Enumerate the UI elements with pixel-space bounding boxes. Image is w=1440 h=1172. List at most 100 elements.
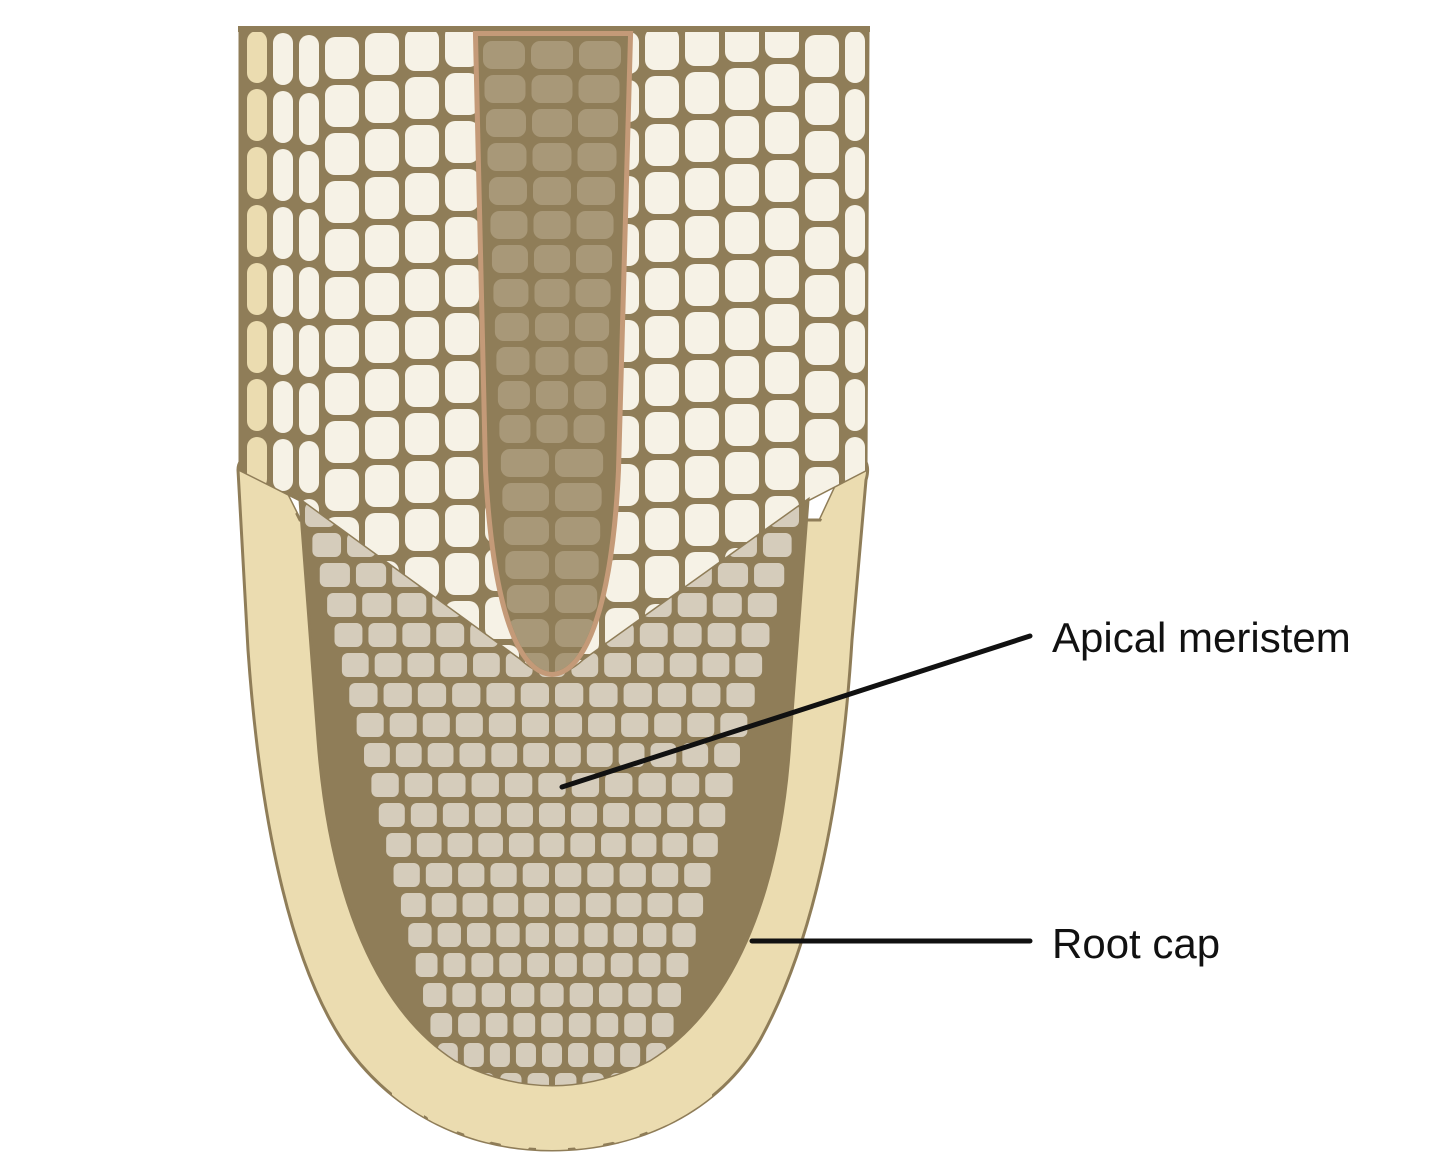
cortex-cell <box>645 364 679 406</box>
meristem-cell <box>491 743 517 767</box>
meristem-cell <box>624 683 652 707</box>
cortex-cell <box>365 417 399 459</box>
cortex-cell <box>325 85 359 127</box>
meristem-cell <box>327 593 356 617</box>
cortex-cell <box>805 35 839 77</box>
cortex-cell <box>405 413 439 455</box>
cortex-cell <box>299 151 319 203</box>
meristem-cell <box>599 983 622 1007</box>
vascular-cell <box>492 245 528 273</box>
vascular-cell <box>555 551 599 579</box>
cortex-cell <box>325 421 359 463</box>
cortex-cell <box>445 169 479 211</box>
cortex-cell <box>273 265 293 317</box>
meristem-cell <box>342 653 369 677</box>
apical-meristem-label: Apical meristem <box>1052 614 1351 661</box>
cortex-cell <box>871 439 891 491</box>
meristem-cell <box>705 773 732 797</box>
cortex-cell <box>725 356 759 398</box>
vascular-cell <box>533 211 570 239</box>
meristem-cell <box>511 983 534 1007</box>
meristem-cell <box>674 623 702 647</box>
cortex-cell <box>247 147 267 199</box>
meristem-cell <box>362 593 391 617</box>
meristem-cell <box>597 1013 619 1037</box>
meristem-cell <box>540 833 565 857</box>
meristem-cell <box>428 743 454 767</box>
meristem-cell <box>390 713 417 737</box>
meristem-cell <box>524 893 549 917</box>
cortex-cell <box>765 16 799 58</box>
cortex-cell <box>685 456 719 498</box>
meristem-cell <box>541 1013 563 1037</box>
meristem-cell <box>475 803 501 827</box>
cortex-cell <box>445 361 479 403</box>
vascular-cell <box>502 483 549 511</box>
meristem-cell <box>486 683 514 707</box>
meristem-cell <box>473 653 500 677</box>
cortex-cell <box>299 441 319 493</box>
vascular-cell <box>534 279 569 307</box>
cortex-cell <box>765 352 799 394</box>
cortex-cell <box>645 124 679 166</box>
meristem-cell <box>320 563 350 587</box>
vascular-cell <box>579 75 620 103</box>
meristem-cell <box>438 923 461 947</box>
vascular-cell <box>578 143 617 171</box>
meristem-cell <box>672 923 695 947</box>
meristem-cell <box>692 683 720 707</box>
cortex-cell <box>365 225 399 267</box>
cortex-cell <box>405 365 439 407</box>
meristem-cell <box>763 533 792 557</box>
vascular-cell <box>576 245 612 273</box>
meristem-cell <box>527 953 549 977</box>
cortex-cell <box>871 555 891 607</box>
vascular-cell <box>496 347 529 375</box>
root-cap-cell <box>392 1068 424 1128</box>
meristem-cell <box>509 833 534 857</box>
cortex-cell <box>445 313 479 355</box>
meristem-cell <box>349 683 377 707</box>
cortex-cell <box>273 207 293 259</box>
cortex-cell <box>765 208 799 250</box>
cortex-cell <box>299 209 319 261</box>
meristem-cell <box>521 683 549 707</box>
cortex-cell <box>871 91 891 143</box>
meristem-cell <box>624 1013 646 1037</box>
meristem-cell <box>638 773 665 797</box>
cortex-cell <box>645 220 679 262</box>
cortex-cell <box>299 93 319 145</box>
cortex-cell <box>685 72 719 114</box>
cortex-cell <box>405 125 439 167</box>
cortex-cell <box>871 149 891 201</box>
cortex-cell <box>805 323 839 365</box>
meristem-cell <box>458 1013 480 1037</box>
meristem-cell <box>601 833 626 857</box>
meristem-cell <box>603 803 629 827</box>
cortex-cell <box>871 265 891 317</box>
cortex-cell <box>645 508 679 550</box>
meristem-cell <box>464 1043 484 1067</box>
meristem-cell <box>754 563 784 587</box>
meristem-cell <box>589 683 617 707</box>
vascular-cell <box>489 177 527 205</box>
cortex-cell <box>365 513 399 555</box>
meristem-cell <box>604 653 631 677</box>
cortex-cell <box>445 121 479 163</box>
meristem-cell <box>687 713 714 737</box>
cortex-cell <box>685 168 719 210</box>
vascular-cell <box>501 449 549 477</box>
cortex-cell <box>645 268 679 310</box>
cortex-cell <box>445 73 479 115</box>
vascular-cell <box>493 279 528 307</box>
label-root-cap: Root cap <box>752 920 1220 967</box>
vascular-cell <box>484 75 525 103</box>
cortex-cell <box>645 556 679 598</box>
cortex-cell <box>273 381 293 433</box>
meristem-cell <box>397 593 426 617</box>
cortex-cell <box>685 360 719 402</box>
cortex-cell <box>645 172 679 214</box>
meristem-cell <box>430 1013 452 1037</box>
meristem-cell <box>426 863 452 887</box>
